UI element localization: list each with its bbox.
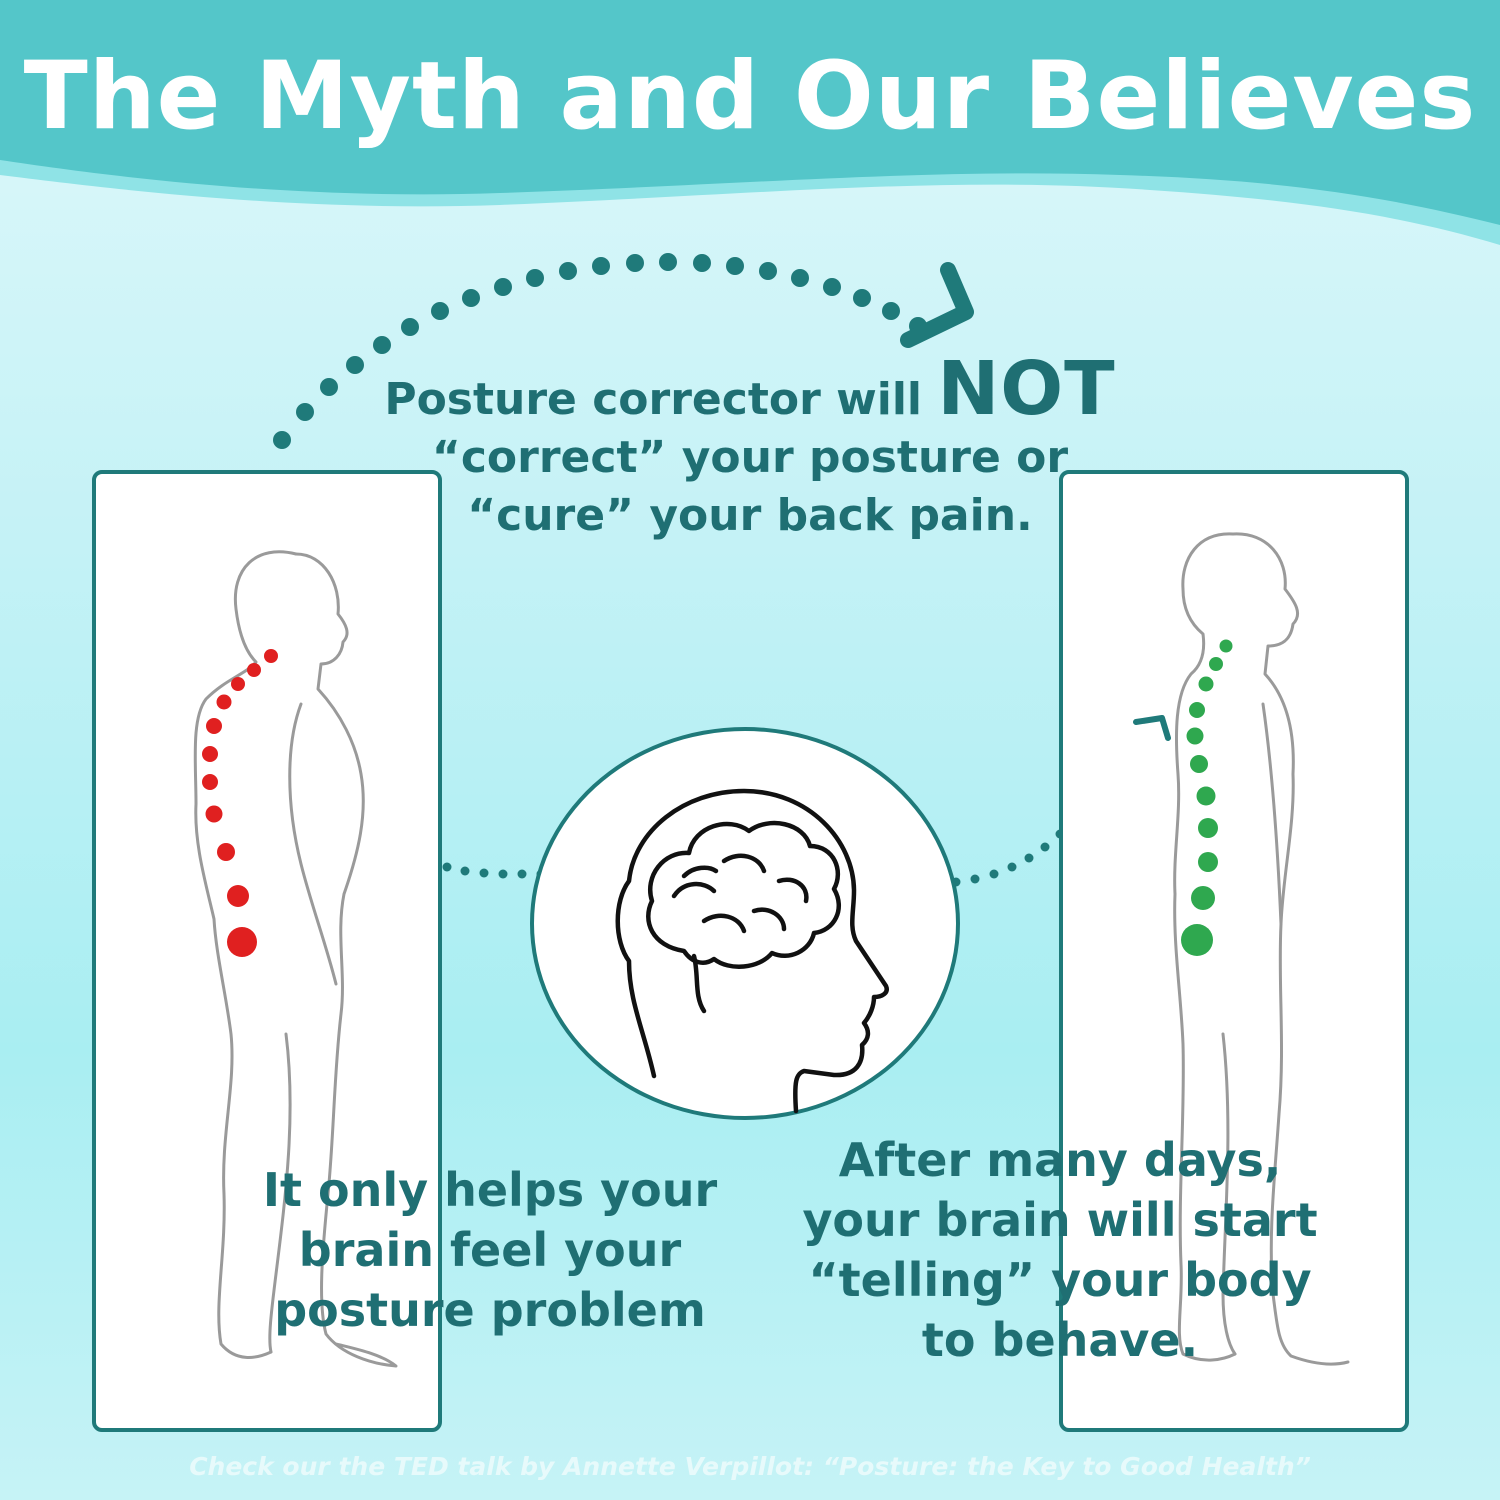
after-line-3: “telling” your body xyxy=(808,1253,1312,1307)
upright-posture-panel xyxy=(1059,470,1409,1432)
helps-statement: It only helps your brain feel your postu… xyxy=(250,1160,730,1340)
right-arrow-icon xyxy=(1133,715,1171,741)
myth-line-1: Posture corrector will NOT xyxy=(360,352,1140,429)
footer-note: Check our the TED talk by Annette Verpil… xyxy=(189,1452,1311,1481)
after-statement: After many days, your brain will start “… xyxy=(780,1130,1340,1370)
myth-line-2: “correct” your posture or xyxy=(431,432,1069,483)
header-wave xyxy=(0,0,1500,245)
page-title: The Myth and Our Believes xyxy=(23,42,1477,151)
myth-prefix: Posture corrector will xyxy=(384,374,938,425)
top-dotted-arc xyxy=(273,253,927,449)
myth-not-emphasis: NOT xyxy=(937,346,1116,432)
after-line-1: After many days, xyxy=(838,1133,1282,1187)
myth-line-3: “cure” your back pain. xyxy=(467,490,1033,541)
top-arrow-icon xyxy=(900,262,974,348)
brain-head-icon xyxy=(615,788,889,1114)
helps-line-3: posture problem xyxy=(274,1283,706,1337)
helps-line-1: It only helps your xyxy=(262,1163,718,1217)
brain-circle xyxy=(530,727,960,1120)
myth-statement: Posture corrector will NOT “correct” you… xyxy=(360,352,1140,545)
after-line-2: your brain will start xyxy=(802,1193,1318,1247)
slouched-posture-panel xyxy=(92,470,442,1432)
slouched-figure-icon xyxy=(193,550,398,1368)
helps-line-2: brain feel your xyxy=(298,1223,682,1277)
after-line-4: to behave. xyxy=(921,1313,1199,1367)
upright-figure-icon xyxy=(1173,532,1350,1366)
